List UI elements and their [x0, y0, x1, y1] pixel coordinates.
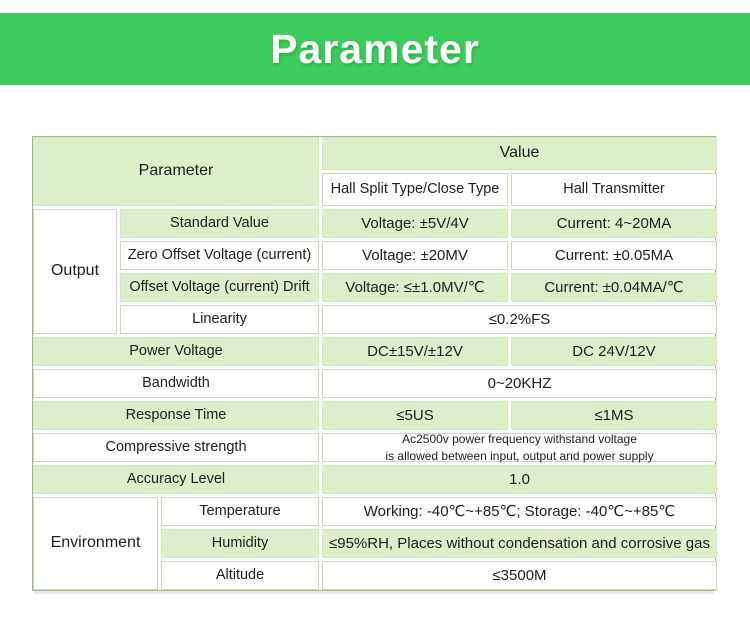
row-response-time-name: Response Time	[33, 401, 319, 430]
compressive-line-1: Ac2500v power frequency withstand voltag…	[402, 432, 637, 447]
row-altitude-name: Altitude	[161, 561, 319, 590]
row-accuracy-name: Accuracy Level	[33, 465, 319, 494]
row-offset-drift-name: Offset Voltage (current) Drift	[120, 273, 319, 302]
output-group-label: Output	[33, 209, 117, 334]
row-standard-value-split: Voltage: ±5V/4V	[322, 209, 508, 238]
header-parameter-cell: Parameter	[33, 137, 319, 206]
row-bandwidth-name: Bandwidth	[33, 369, 319, 398]
row-humidity-name: Humidity	[161, 529, 319, 558]
row-standard-value-transmitter: Current: 4~20MA	[511, 209, 717, 238]
row-altitude-value: ≤3500M	[322, 561, 717, 590]
row-humidity-value: ≤95%RH, Places without condensation and …	[322, 529, 717, 558]
banner-title: Parameter	[270, 25, 480, 72]
compressive-line-2: is allowed between input, output and pow…	[385, 448, 654, 463]
row-response-time-transmitter: ≤1MS	[511, 401, 717, 430]
environment-group-label: Environment	[33, 497, 158, 590]
row-response-time-split: ≤5US	[322, 401, 508, 430]
row-compressive-name: Compressive strength	[33, 433, 319, 462]
row-zero-offset-transmitter: Current: ±0.05MA	[511, 241, 717, 270]
header-transmitter-cell: Hall Transmitter	[511, 173, 717, 206]
row-temperature-value: Working: -40℃~+85℃; Storage: -40℃~+85℃	[322, 497, 717, 526]
row-standard-value-name: Standard Value	[120, 209, 319, 238]
row-compressive-value: Ac2500v power frequency withstand voltag…	[322, 432, 717, 463]
row-temperature-name: Temperature	[161, 497, 319, 526]
spec-table: Parameter Value Hall Split Type/Close Ty…	[32, 136, 717, 591]
row-power-voltage-split: DC±15V/±12V	[322, 337, 508, 366]
header-value-cell: Value	[322, 137, 717, 170]
parameter-banner: Parameter	[0, 13, 750, 85]
row-bandwidth-value: 0~20KHZ	[322, 369, 717, 398]
row-linearity-name: Linearity	[120, 305, 319, 334]
row-zero-offset-split: Voltage: ±20MV	[322, 241, 508, 270]
row-accuracy-value: 1.0	[322, 465, 717, 494]
row-zero-offset-name: Zero Offset Voltage (current)	[120, 241, 319, 270]
header-split-type-cell: Hall Split Type/Close Type	[322, 173, 508, 206]
row-linearity-value: ≤0.2%FS	[322, 305, 717, 334]
row-power-voltage-name: Power Voltage	[33, 337, 319, 366]
row-offset-drift-transmitter: Current: ±0.04MA/℃	[511, 273, 717, 302]
row-offset-drift-split: Voltage: ≤±1.0MV/℃	[322, 273, 508, 302]
row-power-voltage-transmitter: DC 24V/12V	[511, 337, 717, 366]
